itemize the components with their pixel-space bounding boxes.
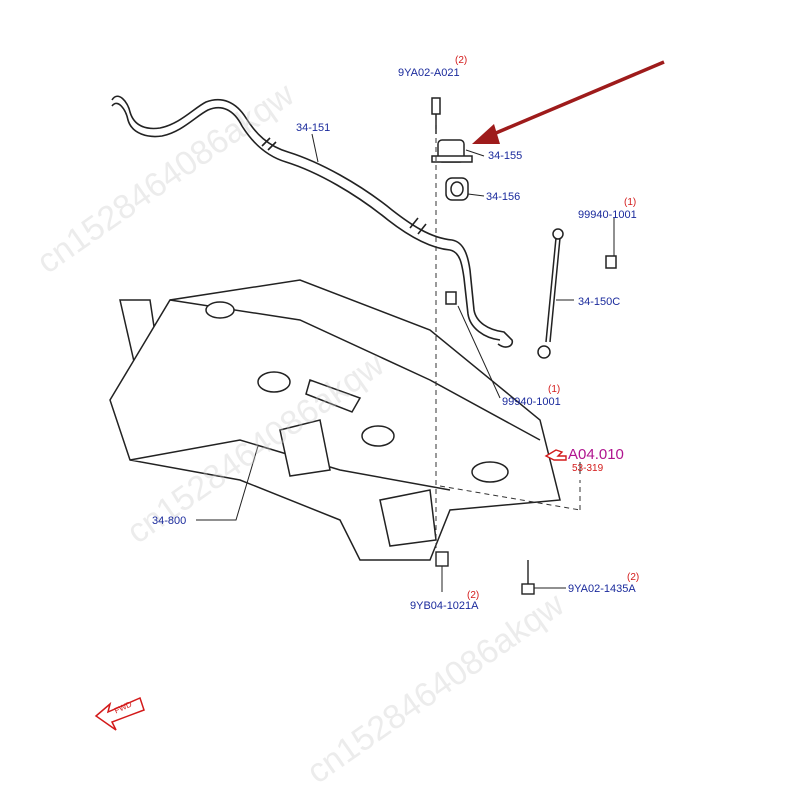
qty-bolt-bottom: (2) — [467, 590, 480, 601]
qty-nut-top-right: (1) — [624, 197, 637, 208]
crossmember — [109, 279, 561, 561]
fwd-arrow-icon — [94, 696, 145, 731]
label-link: 34-150C — [578, 296, 621, 308]
qty-bolt-top: (2) — [455, 55, 468, 66]
label-bolt-right: 9YA02-1435A — [568, 583, 636, 595]
label-bushing: 34-155 — [488, 150, 523, 162]
label-nut-middle: 99940-1001 — [502, 396, 561, 408]
label-stabilizer-bar: 34-151 — [296, 122, 331, 134]
reference-subcode: 53-319 — [572, 463, 604, 474]
qty-nut-middle: (1) — [548, 384, 561, 395]
leader-lines — [196, 133, 615, 592]
stabilizer-bar — [111, 95, 514, 348]
stabilizer-link — [445, 228, 617, 359]
reference-hand-icon — [544, 449, 567, 461]
label-nut-top-right: 99940-1001 — [578, 209, 637, 221]
center-lines — [435, 120, 581, 552]
bolts — [435, 551, 535, 595]
qty-bolt-right: (2) — [627, 572, 640, 583]
label-crossmember: 34-800 — [152, 515, 187, 527]
bushing-assembly — [431, 97, 473, 201]
reference-code: A04.010 — [568, 446, 624, 463]
indicator-arrow — [472, 60, 665, 144]
label-bracket: 34-156 — [486, 191, 521, 203]
label-bolt-top: 9YA02-A021 — [398, 67, 460, 79]
label-bolt-bottom: 9YB04-1021A — [410, 600, 479, 612]
